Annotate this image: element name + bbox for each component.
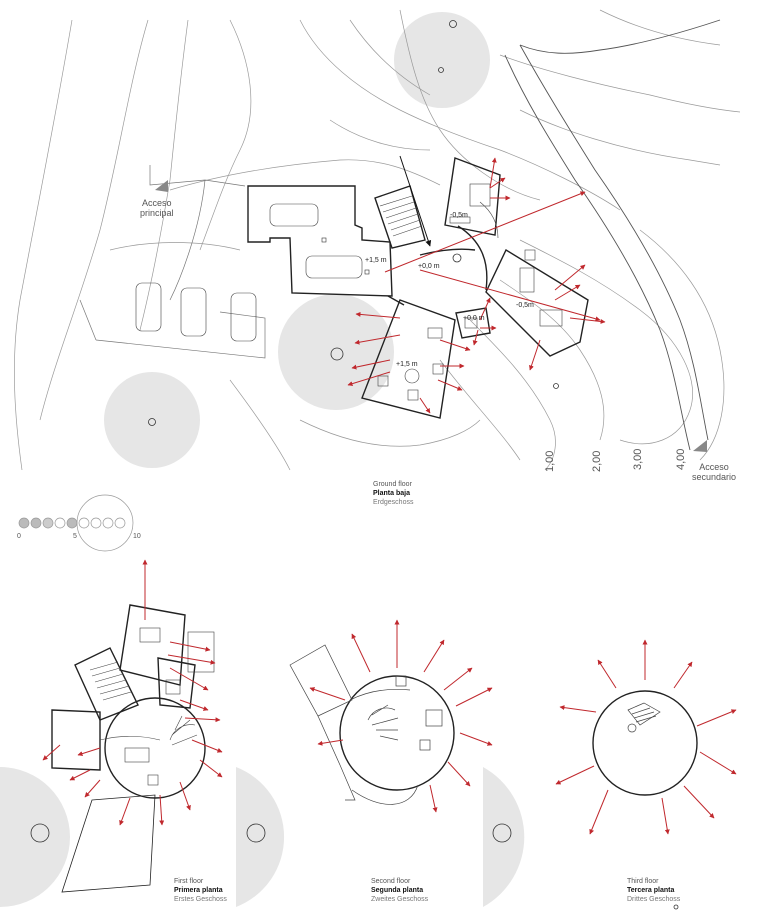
caption-en: Second floor bbox=[371, 878, 411, 885]
scale-label-10: 10 bbox=[133, 533, 141, 540]
caption-de: Drittes Geschoss bbox=[627, 896, 681, 903]
first-floor-detail bbox=[89, 627, 215, 786]
ground-floor-plan bbox=[247, 157, 589, 419]
caption-en: Third floor bbox=[627, 878, 659, 885]
contour-label-3: 3,00 bbox=[632, 449, 644, 470]
main-access-line-2: principal bbox=[140, 208, 174, 218]
level-tag-living: +1,5 m bbox=[396, 361, 418, 368]
contour-lines bbox=[14, 9, 741, 471]
level-tag-north-room: -0,5m bbox=[450, 212, 468, 219]
contour-label-2: 2,00 bbox=[591, 451, 603, 472]
view-arrows-third bbox=[555, 639, 737, 835]
main-access-label: Acceso principal bbox=[140, 198, 174, 218]
caption-second-floor: Second floor Segunda planta Zweites Gesc… bbox=[371, 877, 428, 904]
north-arrow bbox=[399, 155, 432, 247]
first-floor-plan bbox=[51, 604, 206, 893]
secondary-access-label: Acceso secundario bbox=[692, 462, 736, 482]
column-marker bbox=[321, 237, 327, 243]
caption-es: Planta baja bbox=[373, 490, 410, 497]
caption-first-floor: First floor Primera planta Erstes Gescho… bbox=[174, 877, 227, 904]
caption-es: Tercera planta bbox=[627, 887, 675, 894]
scale-label-5: 5 bbox=[73, 533, 77, 540]
tree-trunks bbox=[30, 20, 679, 910]
caption-en: First floor bbox=[174, 878, 204, 885]
level-tag-east-wing: -0,5m bbox=[516, 302, 534, 309]
caption-es: Segunda planta bbox=[371, 887, 424, 894]
caption-de: Zweites Geschoss bbox=[371, 896, 429, 903]
third-floor-detail bbox=[627, 702, 661, 733]
level-tag-entry: +0,0 m bbox=[418, 263, 440, 270]
view-arrows-ground bbox=[347, 157, 606, 414]
view-arrows-first bbox=[42, 559, 223, 826]
level-tag-parking: +1,5 m bbox=[365, 257, 387, 264]
second-floor-plan bbox=[339, 675, 455, 791]
column-marker bbox=[364, 269, 370, 275]
caption-ground-floor: Ground floor Planta baja Erdgeschoss bbox=[373, 480, 413, 507]
third-floor-plan bbox=[592, 690, 698, 796]
secondary-access-marker bbox=[693, 440, 707, 452]
interior-detail bbox=[135, 183, 563, 401]
caption-es: Primera planta bbox=[174, 887, 223, 894]
site-boundary bbox=[79, 165, 266, 359]
secondary-access-line-1: Acceso bbox=[699, 462, 729, 472]
secondary-access-line-2: secundario bbox=[692, 472, 737, 482]
caption-de: Erdgeschoss bbox=[373, 499, 414, 506]
contour-label-4: 4,00 bbox=[675, 449, 687, 470]
caption-third-floor: Third floor Tercera planta Drittes Gesch… bbox=[627, 877, 680, 904]
caption-de: Erstes Geschoss bbox=[174, 896, 227, 903]
view-arrows-second bbox=[309, 619, 493, 813]
main-access-marker bbox=[155, 180, 168, 192]
level-tag-small-room: +0,0 m bbox=[463, 315, 485, 322]
scale-bar bbox=[18, 494, 134, 552]
contour-label-1: 1,00 bbox=[544, 451, 556, 472]
second-floor-detail bbox=[289, 644, 443, 805]
road bbox=[504, 19, 721, 451]
caption-en: Ground floor bbox=[373, 481, 412, 488]
tree-canopies bbox=[0, 12, 525, 907]
scale-label-0: 0 bbox=[17, 533, 21, 540]
main-access-line-1: Acceso bbox=[142, 198, 172, 208]
